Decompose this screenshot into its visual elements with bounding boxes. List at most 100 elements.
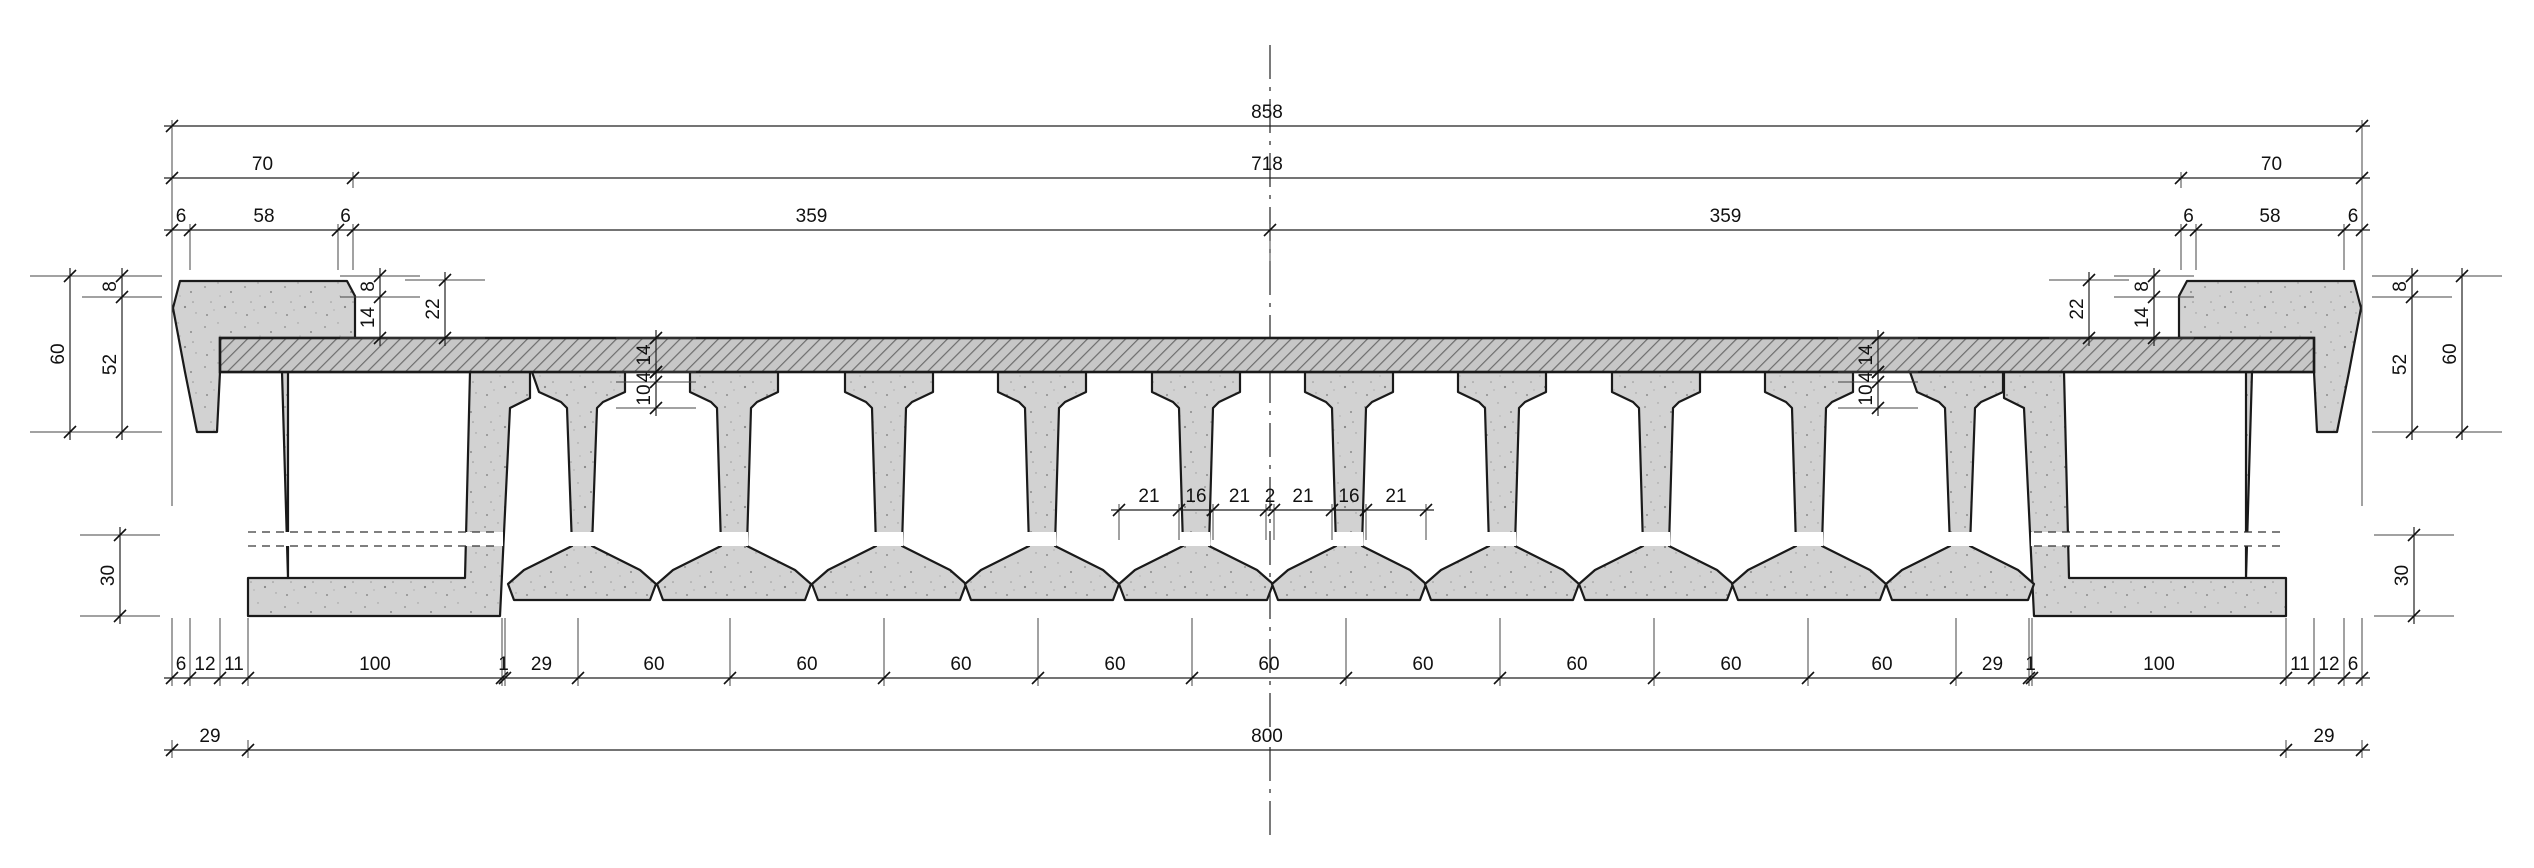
i-beams [506,370,2036,602]
dimension-tick [1949,671,1963,685]
dimension-tick [2405,290,2419,304]
flange-dim-value: 10 [634,384,655,405]
bottom-chain-dim-value: 11 [2290,654,2310,675]
dimension-tick [1871,401,1885,415]
bottom-chain-dim-value: 12 [194,654,215,675]
dimension-tick [63,425,77,439]
dimension-tick [1801,671,1815,685]
bottom-chain-dim-value: 29 [1982,654,2003,675]
dimension-tick [1339,671,1353,685]
dimension-tick [498,671,512,685]
dimension-tick [1325,503,1339,517]
dimension-tick [2025,671,2039,685]
dimension-tick [1031,671,1045,685]
beam-detail-dim-value: 2 [1265,486,1276,507]
dimension-tick [2337,671,2351,685]
dimension-tick [2455,425,2469,439]
bottom-chain-dim-value: 29 [531,654,552,675]
dimension-tick [1419,503,1433,517]
dimension-tick [2337,223,2351,237]
dimension-tick [241,671,255,685]
dimension-tick [1263,223,1277,237]
dimension-tick [2407,609,2421,623]
dimension-tick [2355,671,2369,685]
dimension-tick [2307,671,2321,685]
dimension-tick [2455,269,2469,283]
dimension-tick [1871,375,1885,389]
dimension-tick [649,365,663,379]
deck-slab [218,336,2316,374]
beam-detail-dim-value: 21 [1138,486,1159,507]
beam-detail-dim-value: 21 [1385,486,1406,507]
top-chain-dim-value: 6 [2183,206,2194,227]
bottom-depth-dim-value: 30 [98,565,119,586]
joint-band [248,531,2286,547]
flange-dim-right-value: 10 [1856,384,1877,405]
dimension-tick [2279,743,2293,757]
dimension-tick [649,401,663,415]
curb-body-dim-right-value: 52 [2390,354,2411,375]
dimension-tick [2355,743,2369,757]
dimension-tick [115,269,129,283]
bottom-chain-dim-value: 60 [1871,654,1892,675]
beam-detail-dim-value: 21 [1229,486,1250,507]
i-beam-7 [1423,370,1581,602]
bottom-chain-dim-value: 6 [2348,654,2359,675]
dimension-tick [2405,269,2419,283]
structure [171,279,2363,618]
dimension-tick [2355,119,2369,133]
i-beam-1 [506,370,658,602]
dimension-tick [2189,223,2203,237]
dimension-tick [2147,331,2161,345]
dimension-tick [2279,671,2293,685]
left-box-beam [218,370,532,618]
dimension-tick [2355,171,2369,185]
curb-height-dim-right-value: 60 [2440,343,2461,364]
dimension-tick [2355,223,2369,237]
slab-offset-dim-right-value: 8 [2132,281,2153,292]
dimension-tick [1493,671,1507,685]
dimension-tick [438,331,452,345]
overall-width-dim-value: 858 [1251,102,1283,123]
i-beam-10 [1884,370,2036,602]
top-chain-dim-value: 6 [2348,206,2359,227]
dimension-tick [241,743,255,757]
top-chain-dim-value: 6 [176,206,187,227]
curb-body-dim-value: 52 [100,354,121,375]
dimension-tick [1172,503,1186,517]
bottom-chain-dim-value: 60 [1720,654,1741,675]
dimension-tick [63,269,77,283]
dimension-tick [165,223,179,237]
bottom-chain-dim-value: 6 [176,654,187,675]
dimension-tick [2174,223,2188,237]
dimension-tick [113,609,127,623]
dimension-tick [346,171,360,185]
curb-height-dim-value: 60 [48,343,69,364]
i-beam-5 [1117,370,1275,602]
slab-offset-dim-value: 8 [358,281,379,292]
dimension-tick [113,528,127,542]
dimension-tick [1259,503,1273,517]
dimension-tick [1267,503,1281,517]
dimension-tick [723,671,737,685]
beam-detail-dim-value: 21 [1292,486,1313,507]
top-chain-dim-value: 58 [253,206,274,227]
dimension-tick [331,223,345,237]
curb-body-dim-value: 8 [100,281,121,292]
dimension-tick [1185,671,1199,685]
bottom-chain-dim-value: 1 [2025,654,2036,675]
dimension-tick [1359,503,1373,517]
dimension-tick [373,331,387,345]
bottom-chain-dim-value: 100 [2143,654,2175,675]
curb-step-dim-right-value: 22 [2067,298,2088,319]
curb-step-dim-value: 22 [423,298,444,319]
bottom-chain-dim-value: 1 [498,654,509,675]
dimension-tick [2082,273,2096,287]
dimension-tick [438,273,452,287]
dimension-tick [1647,671,1661,685]
beam-detail-dim-value: 16 [1185,486,1206,507]
slab-thickness-dim-value: 14 [634,344,655,366]
dimension-tick [165,671,179,685]
dimension-tick [2407,528,2421,542]
bottom-chain-dim-value: 60 [1258,654,1279,675]
